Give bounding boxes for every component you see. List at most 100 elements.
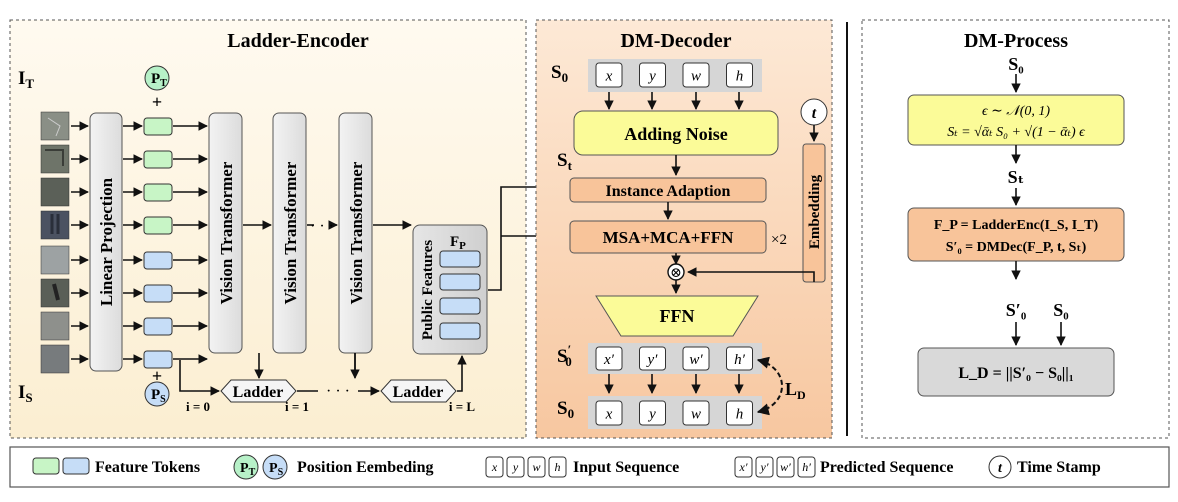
loss-equation: L_D = ||S′₀ − S₀||₁: [958, 365, 1073, 382]
search-token: [143, 317, 173, 336]
vision-transformer-block-1: [208, 112, 243, 354]
target-token: [143, 150, 173, 169]
public-features-label: Public Features: [420, 240, 436, 340]
legend-input-sequence: Input Sequence: [573, 459, 679, 476]
sequence-token-label: y: [647, 68, 656, 84]
ellipsis: · · ·: [310, 218, 334, 235]
linear-projection-label: Linear Projection: [97, 177, 116, 306]
legend: Feature Tokens PT PS Position Eembeding …: [9, 446, 1170, 488]
noise-equation-line1: ϵ ∼ 𝒩(0, 1): [982, 104, 1050, 119]
process-s0: S₀: [1008, 54, 1023, 74]
legend-position-embedding: Position Eembeding: [297, 459, 433, 476]
patch-image: [40, 245, 70, 275]
ladder-block-2: [380, 379, 457, 403]
sequence-token-box: [797, 456, 816, 478]
loss-box: [917, 347, 1115, 397]
legend-predicted-sequence: Predicted Sequence: [820, 459, 953, 476]
sequence-token-box: [682, 346, 710, 371]
sequence-token-label: w: [532, 460, 540, 474]
legend-green-token: [32, 457, 60, 475]
plus-sign: +: [152, 92, 162, 112]
sequence-token-box: [639, 346, 666, 371]
sequence-token-label: x′: [739, 460, 748, 474]
sequence-token-box: [726, 400, 753, 426]
legend-time-icon: [988, 455, 1012, 479]
sequence-token-label: w: [691, 406, 701, 422]
sequence-token-box: [485, 456, 504, 478]
sequence-token-label: w′: [689, 352, 703, 368]
adding-noise-label: Adding Noise: [624, 124, 728, 144]
sequence-token-box: [682, 62, 710, 88]
ladder-label: Ladder: [393, 384, 444, 401]
sequence-token-label: w: [691, 68, 701, 84]
sequence-token-box: [527, 456, 546, 478]
legend-feature-tokens: Feature Tokens: [95, 459, 200, 476]
index-label-L: i = L: [449, 399, 476, 414]
legend-blue-token: [62, 457, 90, 475]
loss-arrow: [756, 356, 783, 416]
sequence-token-box: [639, 400, 666, 426]
sequence-token-box: [639, 62, 666, 88]
target-token: [143, 117, 173, 136]
sequence-token-label: y: [512, 460, 519, 474]
sequence-token-box: [682, 400, 710, 426]
sequence-token-label: h: [736, 68, 744, 84]
ffn-block: [595, 295, 759, 337]
process-s0-pred: S′₀: [1006, 300, 1026, 320]
model-equation-line1: F_P = LadderEnc(I_S, I_T): [934, 218, 1099, 233]
sequence-token-label: x: [491, 460, 498, 474]
sequence-token-label: y′: [760, 460, 769, 474]
public-feature-token: [439, 322, 481, 340]
public-feature-token: [439, 297, 481, 315]
process-s0-gt: S₀: [1053, 300, 1068, 320]
fp-label: FP: [450, 234, 466, 252]
decoder-title: DM-Decoder: [620, 30, 731, 52]
s0-label: S0: [551, 62, 568, 85]
sequence-token-label: x: [605, 406, 613, 422]
legend-time-stamp: Time Stamp: [1017, 459, 1101, 476]
sequence-token-box: [595, 400, 623, 426]
search-token: [143, 284, 173, 303]
ladder-block-1: [220, 379, 297, 403]
ld-label: LD: [785, 379, 806, 402]
svg-text:PS: PS: [269, 461, 284, 478]
sequence-token-box: [734, 456, 753, 478]
ellipsis: · · ·: [326, 383, 350, 400]
patch-image: [40, 210, 70, 240]
svg-text:t: t: [812, 105, 817, 122]
encoder-title: Ladder-Encoder: [227, 30, 369, 52]
index-label-1: i = 1: [285, 399, 309, 414]
sequence-token-label: w′: [780, 460, 791, 474]
msa-mca-ffn-block: [569, 220, 767, 254]
vision-transformer-label: Vision Transformer: [217, 161, 236, 304]
s0-bottom-label: S0: [557, 398, 574, 421]
position-embedding-target: [144, 65, 170, 91]
legend-pt-icon: [233, 454, 259, 480]
linear-projection-block: [89, 112, 123, 372]
svg-text:PT: PT: [240, 461, 256, 478]
sequence-token-box: [726, 346, 753, 371]
sequence-token-label: x: [605, 68, 613, 84]
ffn-label: FFN: [660, 306, 695, 326]
sequence-token-box: [548, 456, 567, 478]
process-title: DM-Process: [964, 30, 1068, 52]
sequence-token-box: [776, 456, 795, 478]
msa-mca-ffn-label: MSA+MCA+FFN: [603, 228, 735, 247]
sequence-token-box: [726, 62, 753, 88]
sequence-token-label: h: [736, 406, 744, 422]
legend-predicted-sequence-tokens: x′y′w′h′: [734, 456, 816, 478]
st-label: St: [557, 150, 573, 173]
ladder-encoder-panel: Ladder-Encoder IT IS: [9, 19, 527, 439]
patch-image: [40, 344, 70, 374]
image-patches: [40, 111, 70, 374]
ladder-label: Ladder: [233, 384, 284, 401]
otimes-symbol: ⊗: [670, 266, 682, 281]
plus-sign: +: [152, 366, 162, 386]
public-feature-token: [439, 273, 481, 291]
svg-text:PT: PT: [151, 71, 167, 89]
